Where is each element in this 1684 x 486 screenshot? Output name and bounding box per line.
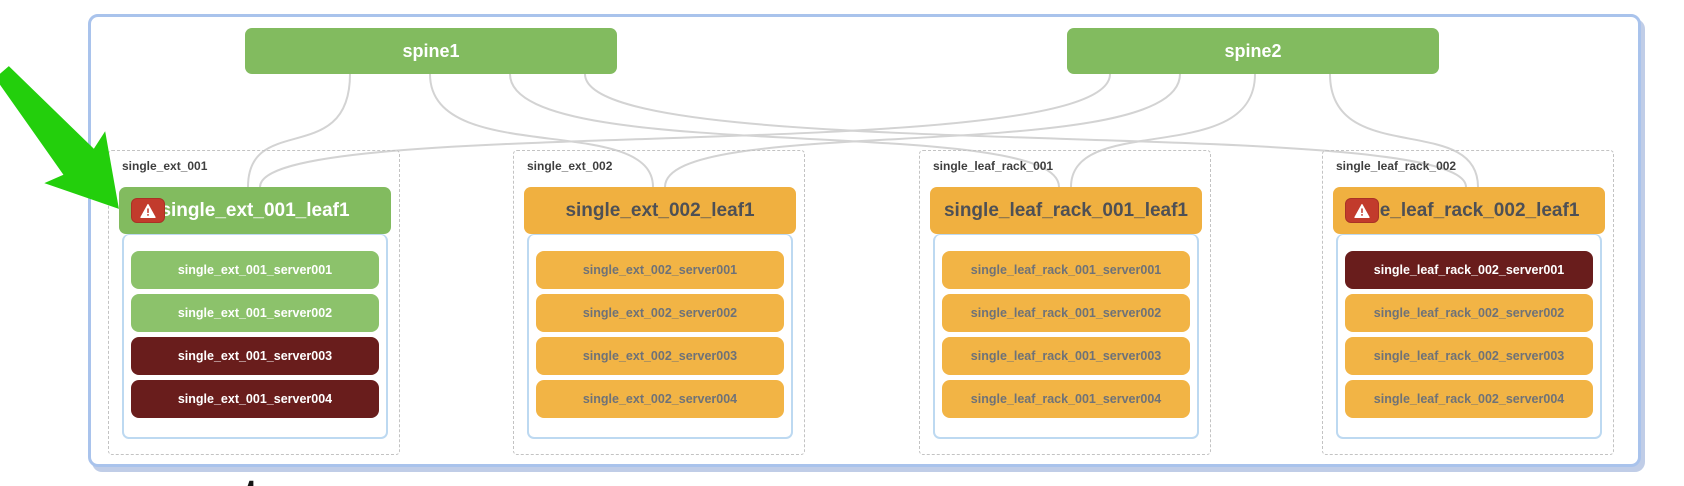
server-label: single_leaf_rack_002_server002 [1373, 306, 1565, 320]
node-server[interactable]: single_ext_002_server003 [536, 337, 784, 375]
server-label: single_leaf_rack_002_server001 [1373, 263, 1565, 277]
server-label: single_ext_001_server002 [177, 306, 333, 320]
server-label: single_leaf_rack_002_server003 [1373, 349, 1565, 363]
warning-triangle-icon [1345, 198, 1379, 223]
node-server[interactable]: single_ext_001_server001 [131, 251, 379, 289]
node-server[interactable]: single_leaf_rack_002_server002 [1345, 294, 1593, 332]
node-leaf[interactable]: single_ext_001_leaf1 [119, 187, 391, 234]
server-label: single_ext_002_server003 [582, 349, 738, 363]
rack-title: single_ext_002 [527, 159, 613, 173]
node-server[interactable]: single_ext_002_server002 [536, 294, 784, 332]
node-leaf[interactable]: single_ext_002_leaf1 [524, 187, 796, 234]
leaf-label: single_ext_001_leaf1 [160, 199, 350, 221]
rack-single-ext-002: single_ext_002 single_ext_002_leaf1 sing… [513, 150, 805, 455]
node-server[interactable]: single_ext_002_server004 [536, 380, 784, 418]
server-group: single_leaf_rack_002_server001 single_le… [1336, 234, 1602, 439]
node-server[interactable]: single_ext_001_server004 [131, 380, 379, 418]
node-server[interactable]: single_leaf_rack_001_server004 [942, 380, 1190, 418]
server-label: single_leaf_rack_001_server001 [970, 263, 1162, 277]
node-spine1[interactable]: spine1 [245, 28, 617, 74]
leaf-label: single_ext_002_leaf1 [565, 199, 755, 221]
server-label: single_leaf_rack_001_server002 [970, 306, 1162, 320]
spine1-label: spine1 [402, 40, 460, 61]
node-server[interactable]: single_leaf_rack_001_server001 [942, 251, 1190, 289]
node-spine2[interactable]: spine2 [1067, 28, 1439, 74]
node-leaf[interactable]: ...le_leaf_rack_002_leaf1 [1333, 187, 1605, 234]
node-leaf[interactable]: single_leaf_rack_001_leaf1 [930, 187, 1202, 234]
server-label: single_ext_002_server004 [582, 392, 738, 406]
server-group: single_ext_002_server001 single_ext_002_… [527, 234, 793, 439]
server-label: single_ext_001_server001 [177, 263, 333, 277]
leaf-label: single_leaf_rack_001_leaf1 [943, 199, 1188, 221]
clipped-caption-text: e extra [150, 468, 305, 486]
rack-title: single_leaf_rack_001 [933, 159, 1054, 173]
server-label: single_leaf_rack_002_server004 [1373, 392, 1565, 406]
node-server[interactable]: single_leaf_rack_002_server001 [1345, 251, 1593, 289]
node-server[interactable]: single_leaf_rack_001_server002 [942, 294, 1190, 332]
server-label: single_leaf_rack_001_server004 [970, 392, 1162, 406]
server-label: single_ext_002_server001 [582, 263, 738, 277]
server-label: single_ext_002_server002 [582, 306, 738, 320]
rack-single-leaf-rack-002: single_leaf_rack_002 ...le_leaf_rack_002… [1322, 150, 1614, 455]
node-server[interactable]: single_ext_001_server003 [131, 337, 379, 375]
warning-triangle-icon [131, 198, 165, 223]
rack-single-ext-001: single_ext_001 single_ext_001_leaf1 sing… [108, 150, 400, 455]
rack-title: single_ext_001 [122, 159, 208, 173]
server-label: single_ext_001_server003 [177, 349, 333, 363]
server-group: single_ext_001_server001 single_ext_001_… [122, 234, 388, 439]
rack-single-leaf-rack-001: single_leaf_rack_001 single_leaf_rack_00… [919, 150, 1211, 455]
node-server[interactable]: single_ext_001_server002 [131, 294, 379, 332]
server-group: single_leaf_rack_001_server001 single_le… [933, 234, 1199, 439]
leaf-label: ...le_leaf_rack_002_leaf1 [1358, 199, 1580, 221]
spine2-label: spine2 [1224, 40, 1282, 61]
node-server[interactable]: single_ext_002_server001 [536, 251, 784, 289]
rack-title: single_leaf_rack_002 [1336, 159, 1457, 173]
node-server[interactable]: single_leaf_rack_001_server003 [942, 337, 1190, 375]
server-label: single_leaf_rack_001_server003 [970, 349, 1162, 363]
node-server[interactable]: single_leaf_rack_002_server004 [1345, 380, 1593, 418]
node-server[interactable]: single_leaf_rack_002_server003 [1345, 337, 1593, 375]
server-label: single_ext_001_server004 [177, 392, 333, 406]
